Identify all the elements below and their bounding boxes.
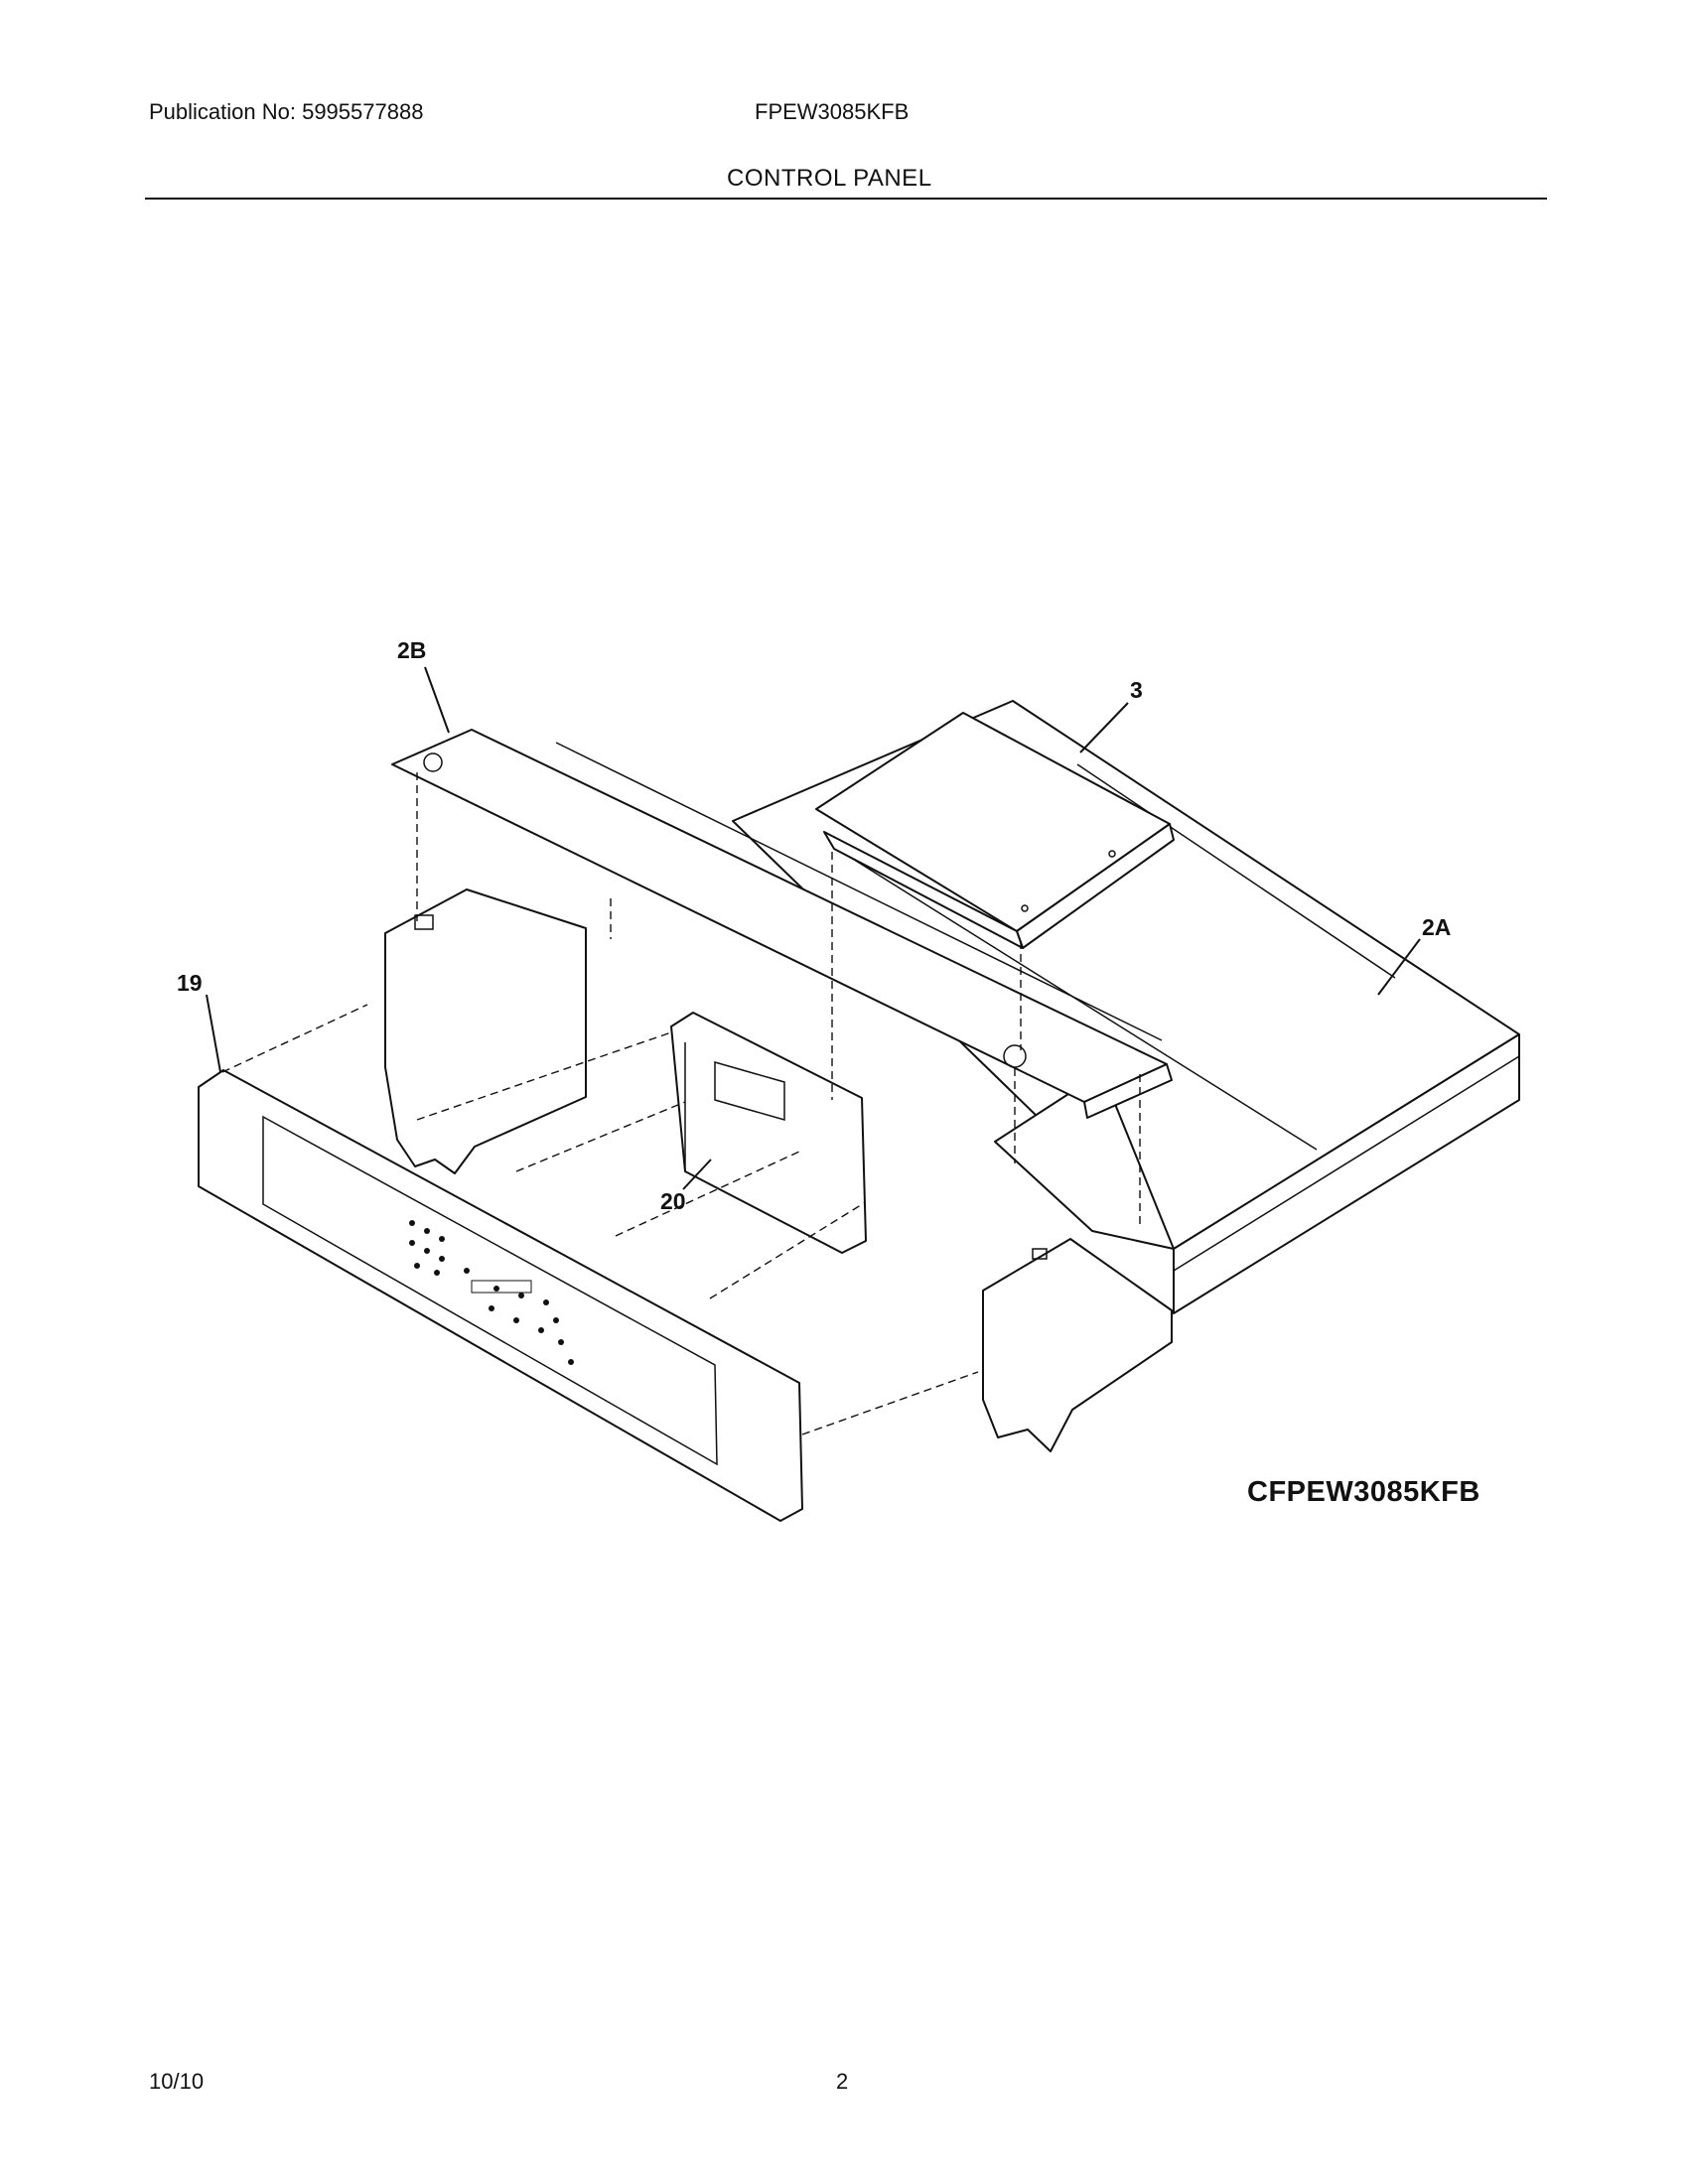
left-bracket-plate bbox=[384, 888, 587, 1174]
publication-number: Publication No: 5995577888 bbox=[149, 99, 424, 124]
callout-3: 3 bbox=[1130, 677, 1143, 703]
screw-hole bbox=[1021, 904, 1029, 912]
housing-lip bbox=[1173, 1055, 1520, 1272]
leader-19 bbox=[206, 994, 221, 1073]
rail-2b bbox=[391, 729, 1173, 1119]
section-title: CONTROL PANEL bbox=[727, 165, 932, 192]
keypad-buttons bbox=[409, 1220, 574, 1365]
bracket-tab bbox=[414, 914, 434, 930]
screw-hole bbox=[1108, 850, 1116, 858]
cover-left-edge bbox=[823, 831, 1024, 949]
console-19 bbox=[198, 1069, 803, 1522]
console-glass bbox=[262, 1115, 718, 1466]
housing-groove bbox=[1076, 763, 1396, 979]
footer-page-number: 2 bbox=[836, 2069, 849, 2094]
leader-3 bbox=[1079, 702, 1129, 753]
right-side-bracket bbox=[982, 1071, 1175, 1452]
right-bracket-top-flange bbox=[994, 1071, 1175, 1250]
callout-19: 19 bbox=[177, 970, 203, 996]
callout-2b: 2B bbox=[397, 637, 426, 663]
rail-hole bbox=[423, 752, 443, 772]
leader-20 bbox=[682, 1159, 712, 1190]
callout-20: 20 bbox=[660, 1188, 686, 1214]
rail-flange bbox=[555, 742, 1163, 1041]
board-body bbox=[670, 1012, 867, 1254]
callout-2a: 2A bbox=[1422, 914, 1451, 940]
footer-date: 10/10 bbox=[149, 2069, 205, 2094]
assembly-lines bbox=[221, 772, 1141, 1435]
cover-3 bbox=[815, 712, 1175, 949]
bracket-tab bbox=[1032, 1248, 1048, 1260]
right-bracket-plate bbox=[982, 1238, 1173, 1452]
leader-2b bbox=[424, 666, 450, 734]
console-frame bbox=[198, 1069, 803, 1522]
left-side-bracket bbox=[384, 888, 587, 1174]
model-number: FPEW3085KFB bbox=[755, 99, 910, 124]
header-rule bbox=[145, 198, 1547, 200]
leader-2a bbox=[1377, 938, 1421, 996]
rail-hole bbox=[1003, 1044, 1027, 1068]
board-display bbox=[714, 1061, 785, 1121]
drawing-code: CFPEW3085KFB bbox=[1247, 1476, 1480, 1508]
housing-front-edge bbox=[1173, 1033, 1520, 1314]
control-board-20 bbox=[670, 1012, 867, 1254]
